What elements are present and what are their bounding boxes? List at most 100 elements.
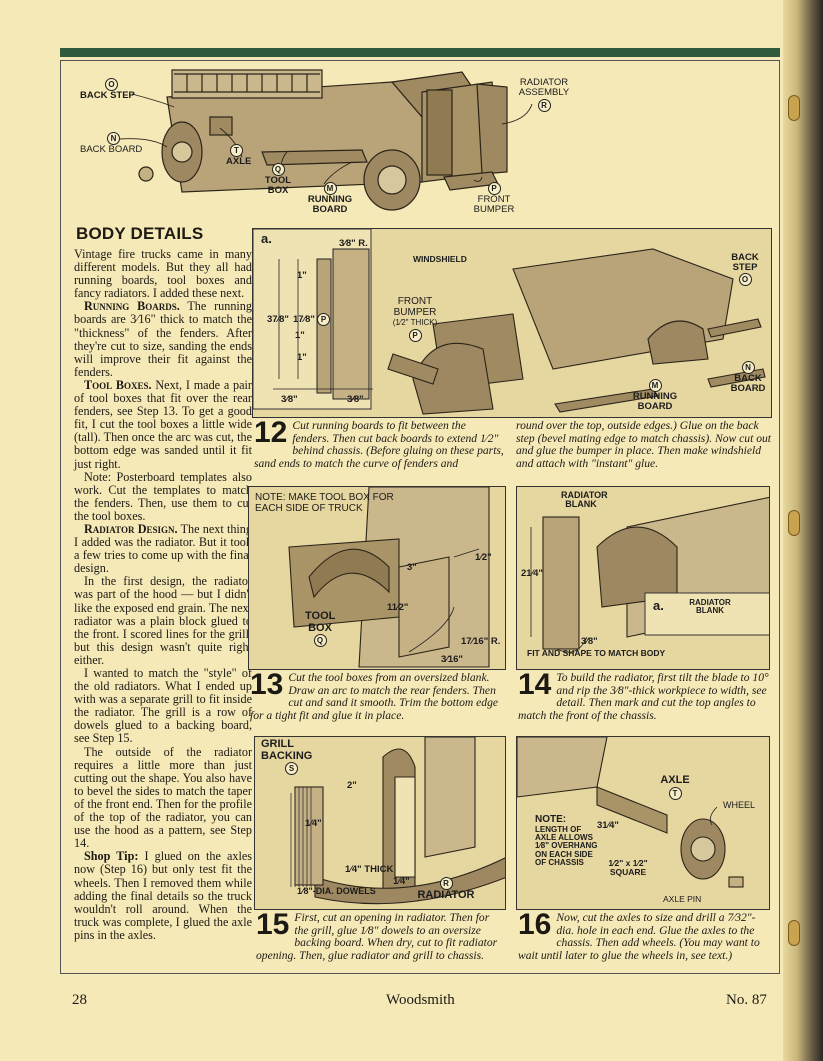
part-ref-badge: Q xyxy=(271,163,285,176)
part-ref-badge: R xyxy=(439,877,453,890)
detail-letter: a. xyxy=(653,598,664,613)
part-ref-badge: P xyxy=(487,182,501,195)
part-thickness: (1⁄2" THICK) xyxy=(392,318,438,327)
paragraph: Tool Boxes. Next, I made a pair of tool … xyxy=(74,377,252,471)
part-ref-badge: P xyxy=(317,313,330,326)
paragraph: Shop Tip: I glued on the axles now (Step… xyxy=(74,850,252,942)
windshield-label: WINDSHIELD xyxy=(413,254,467,264)
paragraph-text: The running boards are 3⁄16" thick to ma… xyxy=(74,299,252,379)
radiator-blank-label: RADIATOR BLANK xyxy=(561,490,608,510)
caption-text: To build the radiator, first tilt the bl… xyxy=(518,671,769,722)
article-frame xyxy=(60,60,780,974)
dimension-label: 1⁄4" xyxy=(305,818,322,829)
part-label: FRONT BUMPER xyxy=(393,296,437,318)
dimension-label: 1" xyxy=(295,330,305,341)
dimension-label: 1" xyxy=(297,270,307,281)
part-ref-badge: T xyxy=(668,786,682,800)
part-label: AXLE xyxy=(660,774,690,786)
part-ref-badge: N xyxy=(107,132,120,145)
paragraph: Note: Posterboard templates also work. C… xyxy=(74,469,252,523)
section-title: BODY DETAILS xyxy=(76,224,204,243)
part-ref-badge: R xyxy=(537,98,551,112)
step-12-figure: a. 3⁄8" R. 1" 1" 37⁄8" 17⁄8" P 1" 3⁄8" 3… xyxy=(252,228,772,418)
hero-running-board-label: M RUNNING BOARD xyxy=(304,182,356,215)
step-12-caption-continued: round over the top, outside edges.) Glue… xyxy=(516,419,772,470)
paragraph-text: I glued on the axles now (Step 16) but o… xyxy=(74,849,252,942)
hero-back-step-label: O BACK STEP xyxy=(80,78,135,101)
fire-truck-illustration xyxy=(119,69,533,211)
part-label: AXLE xyxy=(226,156,252,167)
dimension-label: 31⁄4" xyxy=(597,820,619,831)
step-number: 14 xyxy=(518,668,552,701)
part-label: BACK BOARD xyxy=(730,373,766,394)
tool-box-callout: TOOL BOX Q xyxy=(305,610,336,648)
back-step-callout: BACK STEP O xyxy=(725,253,765,286)
magazine-name: Woodsmith xyxy=(386,992,455,1008)
note-head: NOTE: xyxy=(535,814,567,825)
paragraph: Vintage fire trucks came in many differe… xyxy=(74,247,252,301)
axle-pin-label: AXLE PIN xyxy=(663,894,702,904)
paragraph: The outside of the radiator requires a l… xyxy=(74,744,252,851)
dimension-label: 1⁄4" THICK xyxy=(345,864,394,875)
caption-text: Now, cut the axles to size and drill a 7… xyxy=(518,911,760,962)
part-ref-badge: T xyxy=(230,144,243,157)
hero-tool-box-label: Q TOOL BOX xyxy=(264,163,292,196)
run-in-head: Shop Tip: xyxy=(84,849,139,864)
step-14-figure: RADIATOR BLANK 21⁄4" 3⁄8" FIT AND SHAPE … xyxy=(516,486,770,670)
caption-text: Cut the tool boxes from an oversized bla… xyxy=(250,671,499,722)
issue-number: No. 87 xyxy=(726,992,767,1008)
dimension-label: 3" xyxy=(407,562,417,573)
paragraph-text: The next thing I added was the radiator.… xyxy=(74,521,252,576)
radiator-callout: R RADIATOR xyxy=(411,877,481,902)
hero-front-bumper-label: P FRONT BUMPER xyxy=(472,182,516,215)
part-label: FRONT BUMPER xyxy=(473,194,515,215)
dimension-label: 3⁄8" xyxy=(347,394,364,405)
part-ref-badge: S xyxy=(285,762,298,776)
step-number: 13 xyxy=(250,668,284,701)
step-14-caption: 14 To build the radiator, first tilt the… xyxy=(518,668,770,722)
paragraph: Radiator Design. The next thing I added … xyxy=(74,521,252,576)
dimension-label: 2" xyxy=(347,780,357,791)
run-in-head: Running Boards. xyxy=(84,299,180,314)
dimension-label: 17⁄8" xyxy=(293,314,315,325)
back-board-callout: N BACK BOARD xyxy=(727,361,769,394)
step-number: 16 xyxy=(518,908,552,941)
paragraph: I wanted to match the "style" of the old… xyxy=(74,666,252,746)
part-ref-badge: P xyxy=(408,328,422,342)
paragraph: Running Boards. The running boards are 3… xyxy=(74,300,252,379)
step-number: 12 xyxy=(254,416,288,449)
front-bumper-callout: FRONT BUMPER (1⁄2" THICK) P xyxy=(387,296,443,342)
part-label: BACK STEP xyxy=(731,252,759,273)
part-label: TOOL BOX xyxy=(264,175,292,196)
step-15-drawing xyxy=(290,737,505,905)
part-ref-badge: Q xyxy=(313,634,327,648)
part-label: TOOL BOX xyxy=(305,610,336,634)
step-16-figure: AXLE T WHEEL NOTE: LENGTH OF AXLE ALLOWS… xyxy=(516,736,770,910)
paragraph: In the first design, the radiator was pa… xyxy=(74,574,252,667)
dimension-label: 17⁄16" R. xyxy=(461,636,501,647)
square-label: 1⁄2" x 1⁄2" SQUARE xyxy=(608,858,648,877)
step-12-caption: 12 Cut running boards to fit between the… xyxy=(254,416,504,470)
wheel-label: WHEEL xyxy=(723,800,756,810)
part-label: BACK BOARD xyxy=(80,144,143,155)
part-label: RUNNING BOARD xyxy=(307,194,353,215)
step-16-note: NOTE: LENGTH OF AXLE ALLOWS 1⁄8" OVERHAN… xyxy=(535,814,603,868)
part-ref-badge: M xyxy=(323,182,337,195)
paragraph-text: Next, I made a pair of tool boxes that f… xyxy=(74,377,252,471)
part-ref-badge: O xyxy=(105,78,118,91)
body-text-column: Vintage fire trucks came in many differe… xyxy=(74,247,252,942)
note-text: LENGTH OF AXLE ALLOWS 1⁄8" OVERHANG ON E… xyxy=(535,824,598,868)
step-14-drawing xyxy=(530,496,769,653)
step-13-figure: NOTE: MAKE TOOL BOX FOR EACH SIDE OF TRU… xyxy=(248,486,506,670)
dimension-label: 3⁄8" xyxy=(581,636,598,647)
detail-letter: a. xyxy=(261,231,272,246)
detail-label: RADIATOR BLANK xyxy=(689,598,731,616)
step-15-caption: 15 First, cut an opening in radiator. Th… xyxy=(256,910,506,962)
axle-callout: AXLE T xyxy=(655,774,695,800)
binder-ring xyxy=(788,95,800,121)
step-12-drawing xyxy=(253,229,766,415)
hero-back-board-label: N BACK BOARD xyxy=(80,132,142,155)
step-16-drawing xyxy=(517,737,744,888)
running-board-callout: M RUNNING BOARD xyxy=(625,379,685,412)
part-label: RADIATOR xyxy=(417,889,475,901)
